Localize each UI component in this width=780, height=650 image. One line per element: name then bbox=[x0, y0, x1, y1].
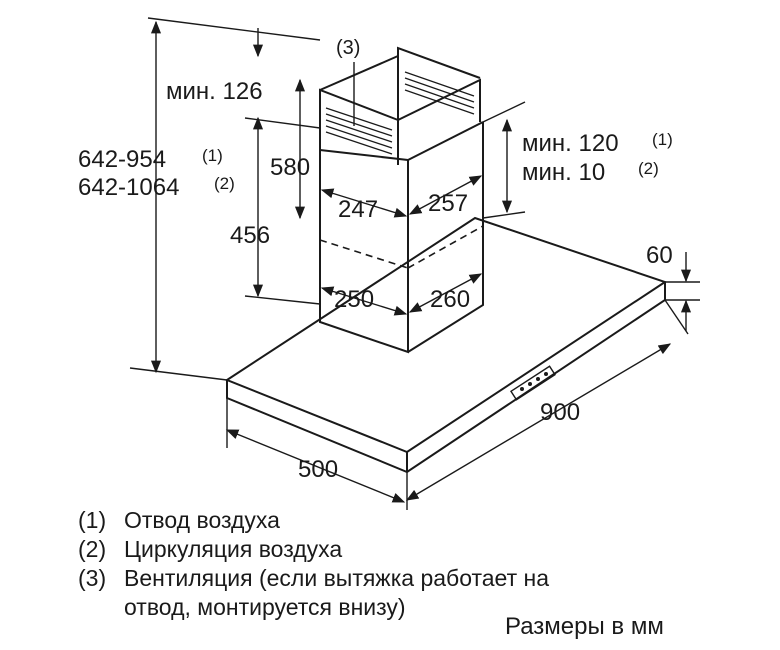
legend-item-3: (3) Вентиляция (если вытяжка работает на bbox=[78, 564, 549, 593]
dim-456 bbox=[244, 116, 321, 305]
legend-text: отвод, монтируется внизу) bbox=[124, 594, 406, 620]
min-10-note: (2) bbox=[638, 159, 659, 178]
legend-item-1: (1) Отвод воздуха bbox=[78, 506, 280, 535]
min-10-label: мин. 10 bbox=[522, 159, 605, 186]
dim-900-label: 900 bbox=[540, 399, 580, 426]
chimney-lower bbox=[319, 121, 484, 354]
units-note: Размеры в мм bbox=[505, 613, 664, 640]
min-126-label: мин. 126 bbox=[166, 78, 263, 105]
chimney-upper-vent bbox=[319, 46, 481, 165]
legend-item-3-cont: отвод, монтируется внизу) bbox=[78, 593, 406, 622]
control-panel-icon bbox=[510, 365, 556, 401]
dim-900 bbox=[405, 299, 689, 510]
dim-60 bbox=[665, 252, 700, 331]
dim-456-label: 456 bbox=[230, 222, 270, 249]
min-120-label: мин. 120 bbox=[522, 130, 619, 157]
dim-260-label: 260 bbox=[430, 286, 470, 313]
hood-canopy bbox=[224, 216, 668, 474]
dim-257-label: 257 bbox=[428, 190, 468, 217]
dim-500 bbox=[225, 398, 406, 503]
height-range-1-note: (1) bbox=[202, 146, 223, 165]
callout-3-label: (3) bbox=[336, 37, 360, 59]
dim-580-label: 580 bbox=[270, 154, 310, 181]
dim-min-120 bbox=[482, 101, 526, 219]
height-range-2: 642-1064 bbox=[78, 174, 179, 201]
legend-text: Вентиляция (если вытяжка работает на bbox=[124, 565, 549, 591]
dim-250-label: 250 bbox=[334, 286, 374, 313]
legend-num: (2) bbox=[78, 536, 107, 562]
legend-text: Отвод воздуха bbox=[124, 507, 280, 533]
legend-text: Циркуляция воздуха bbox=[124, 536, 343, 562]
legend-item-2: (2) Циркуляция воздуха bbox=[78, 535, 342, 564]
dim-247-label: 247 bbox=[338, 196, 378, 223]
dim-60-label: 60 bbox=[646, 242, 673, 269]
legend-num: (3) bbox=[78, 565, 107, 591]
height-range-1: 642-954 bbox=[78, 146, 166, 173]
total-height-dimension bbox=[129, 17, 321, 381]
dim-500-label: 500 bbox=[298, 456, 338, 483]
height-range-2-note: (2) bbox=[214, 174, 235, 193]
legend-num: (1) bbox=[78, 507, 107, 533]
vent-grille-icon bbox=[325, 71, 475, 155]
min-120-note: (1) bbox=[652, 130, 673, 149]
